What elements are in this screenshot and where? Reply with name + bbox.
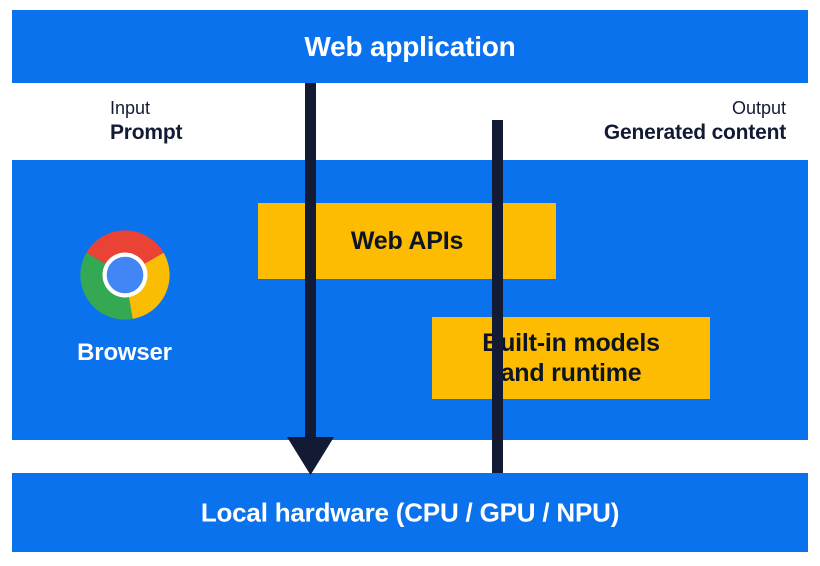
input-annotation: Input Prompt	[110, 98, 183, 146]
box-builtin-models-line2: and runtime	[500, 359, 642, 387]
input-kind-label: Input	[110, 98, 151, 118]
box-builtin-models: Built-in models and runtime	[432, 317, 710, 399]
browser-label: Browser	[77, 339, 172, 366]
box-web-apis: Web APIs	[258, 203, 556, 279]
chrome-logo-icon	[79, 230, 170, 320]
output-annotation: Output Generated content	[604, 98, 786, 146]
band-local-hardware: Local hardware (CPU / GPU / NPU)	[12, 473, 808, 552]
output-value-label: Generated content	[603, 120, 786, 144]
input-value-label: Prompt	[110, 120, 183, 144]
band-local-hardware-label: Local hardware (CPU / GPU / NPU)	[200, 497, 620, 527]
box-builtin-models-line1: Built-in models	[482, 328, 660, 357]
band-web-application: Web application	[12, 10, 808, 83]
box-web-apis-label: Web APIs	[350, 226, 464, 255]
band-web-application-label: Web application	[304, 30, 516, 62]
browser-group: Browser	[62, 225, 187, 367]
box-builtin-models-text: Built-in models and runtime	[482, 328, 660, 389]
output-kind-label: Output	[731, 98, 786, 118]
